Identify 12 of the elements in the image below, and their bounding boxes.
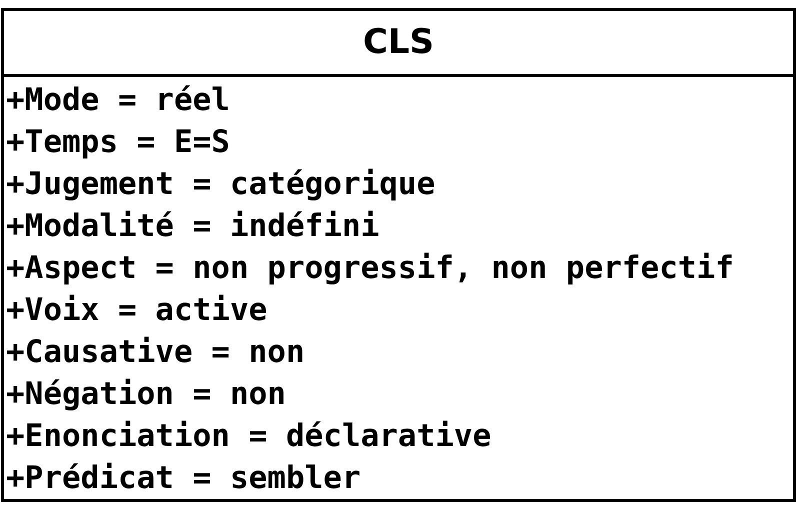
attribute-text: +Jugement = catégorique: [6, 165, 436, 204]
attribute-text: +Mode = réel: [6, 81, 231, 120]
class-name: CLS: [362, 21, 434, 64]
attribute-text: +Causative = non: [6, 333, 306, 372]
attribute-text: +Négation = non: [6, 375, 287, 414]
attribute-text: +Enonciation = déclarative: [6, 417, 492, 456]
class-box: [1, 8, 796, 502]
attribute-text: +Temps = E=S: [6, 123, 231, 162]
attribute-text: +Prédicat = sembler: [6, 459, 362, 498]
attribute-text: +Aspect = non progressif, non perfectif: [6, 249, 735, 288]
attribute-text: +Modalité = indéfini: [6, 207, 380, 246]
attribute-text: +Voix = active: [6, 291, 268, 330]
